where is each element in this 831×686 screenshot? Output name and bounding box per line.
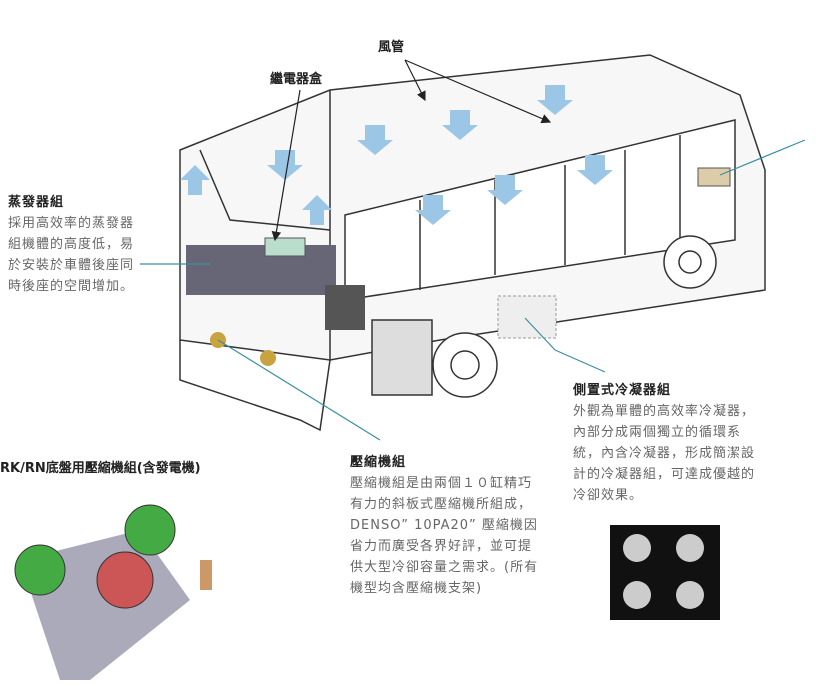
compressor-title: 壓縮機組 xyxy=(350,455,407,470)
compressor-body: 壓縮機組是由兩個１０缸精巧有力的斜板式壓縮機所組成，DENSO” 10PA20”… xyxy=(350,476,539,596)
evaporator-grille xyxy=(325,285,365,330)
condenser-body: 外觀為單體的高效率冷凝器，內部分成兩個獨立的循環系統，內含冷凝器，形成簡潔設計的… xyxy=(573,404,756,503)
compressor-icon xyxy=(260,350,276,366)
relay-box-rear xyxy=(697,167,731,187)
condenser-photo xyxy=(610,525,720,620)
condenser-block: 側置式冷凝器組 外觀為單體的高效率冷凝器，內部分成兩個獨立的循環系統，內含冷凝器… xyxy=(573,380,763,506)
duct-label: 風管 xyxy=(378,40,405,55)
airflow-arrows xyxy=(180,85,613,225)
compressor-block: 壓縮機組 壓縮機組是由兩個１０缸精巧有力的斜板式壓縮機所組成，DENSO” 10… xyxy=(350,452,540,599)
relay-box xyxy=(264,237,306,257)
evaporator-body: 採用高效率的蒸發器組機體的高度低，易於安裝於車體後座同時後座的空間增加。 xyxy=(8,216,135,294)
compressor-bracket-illustration xyxy=(14,504,212,680)
condenser-unit xyxy=(497,295,557,339)
evaporator-title: 蒸發器組 xyxy=(8,195,65,210)
condenser-title: 側置式冷凝器組 xyxy=(573,383,672,398)
evaporator-block: 蒸發器組 採用高效率的蒸發器組機體的高度低，易於安裝於車體後座同時後座的空間增加… xyxy=(8,192,138,297)
relay-box-label: 繼電器盒 xyxy=(270,72,323,87)
evaporator-unit xyxy=(186,245,336,295)
compressor-bracket-title: RK/RN底盤用壓縮機組(含發電機) xyxy=(0,461,201,476)
leader-lines xyxy=(140,139,806,441)
